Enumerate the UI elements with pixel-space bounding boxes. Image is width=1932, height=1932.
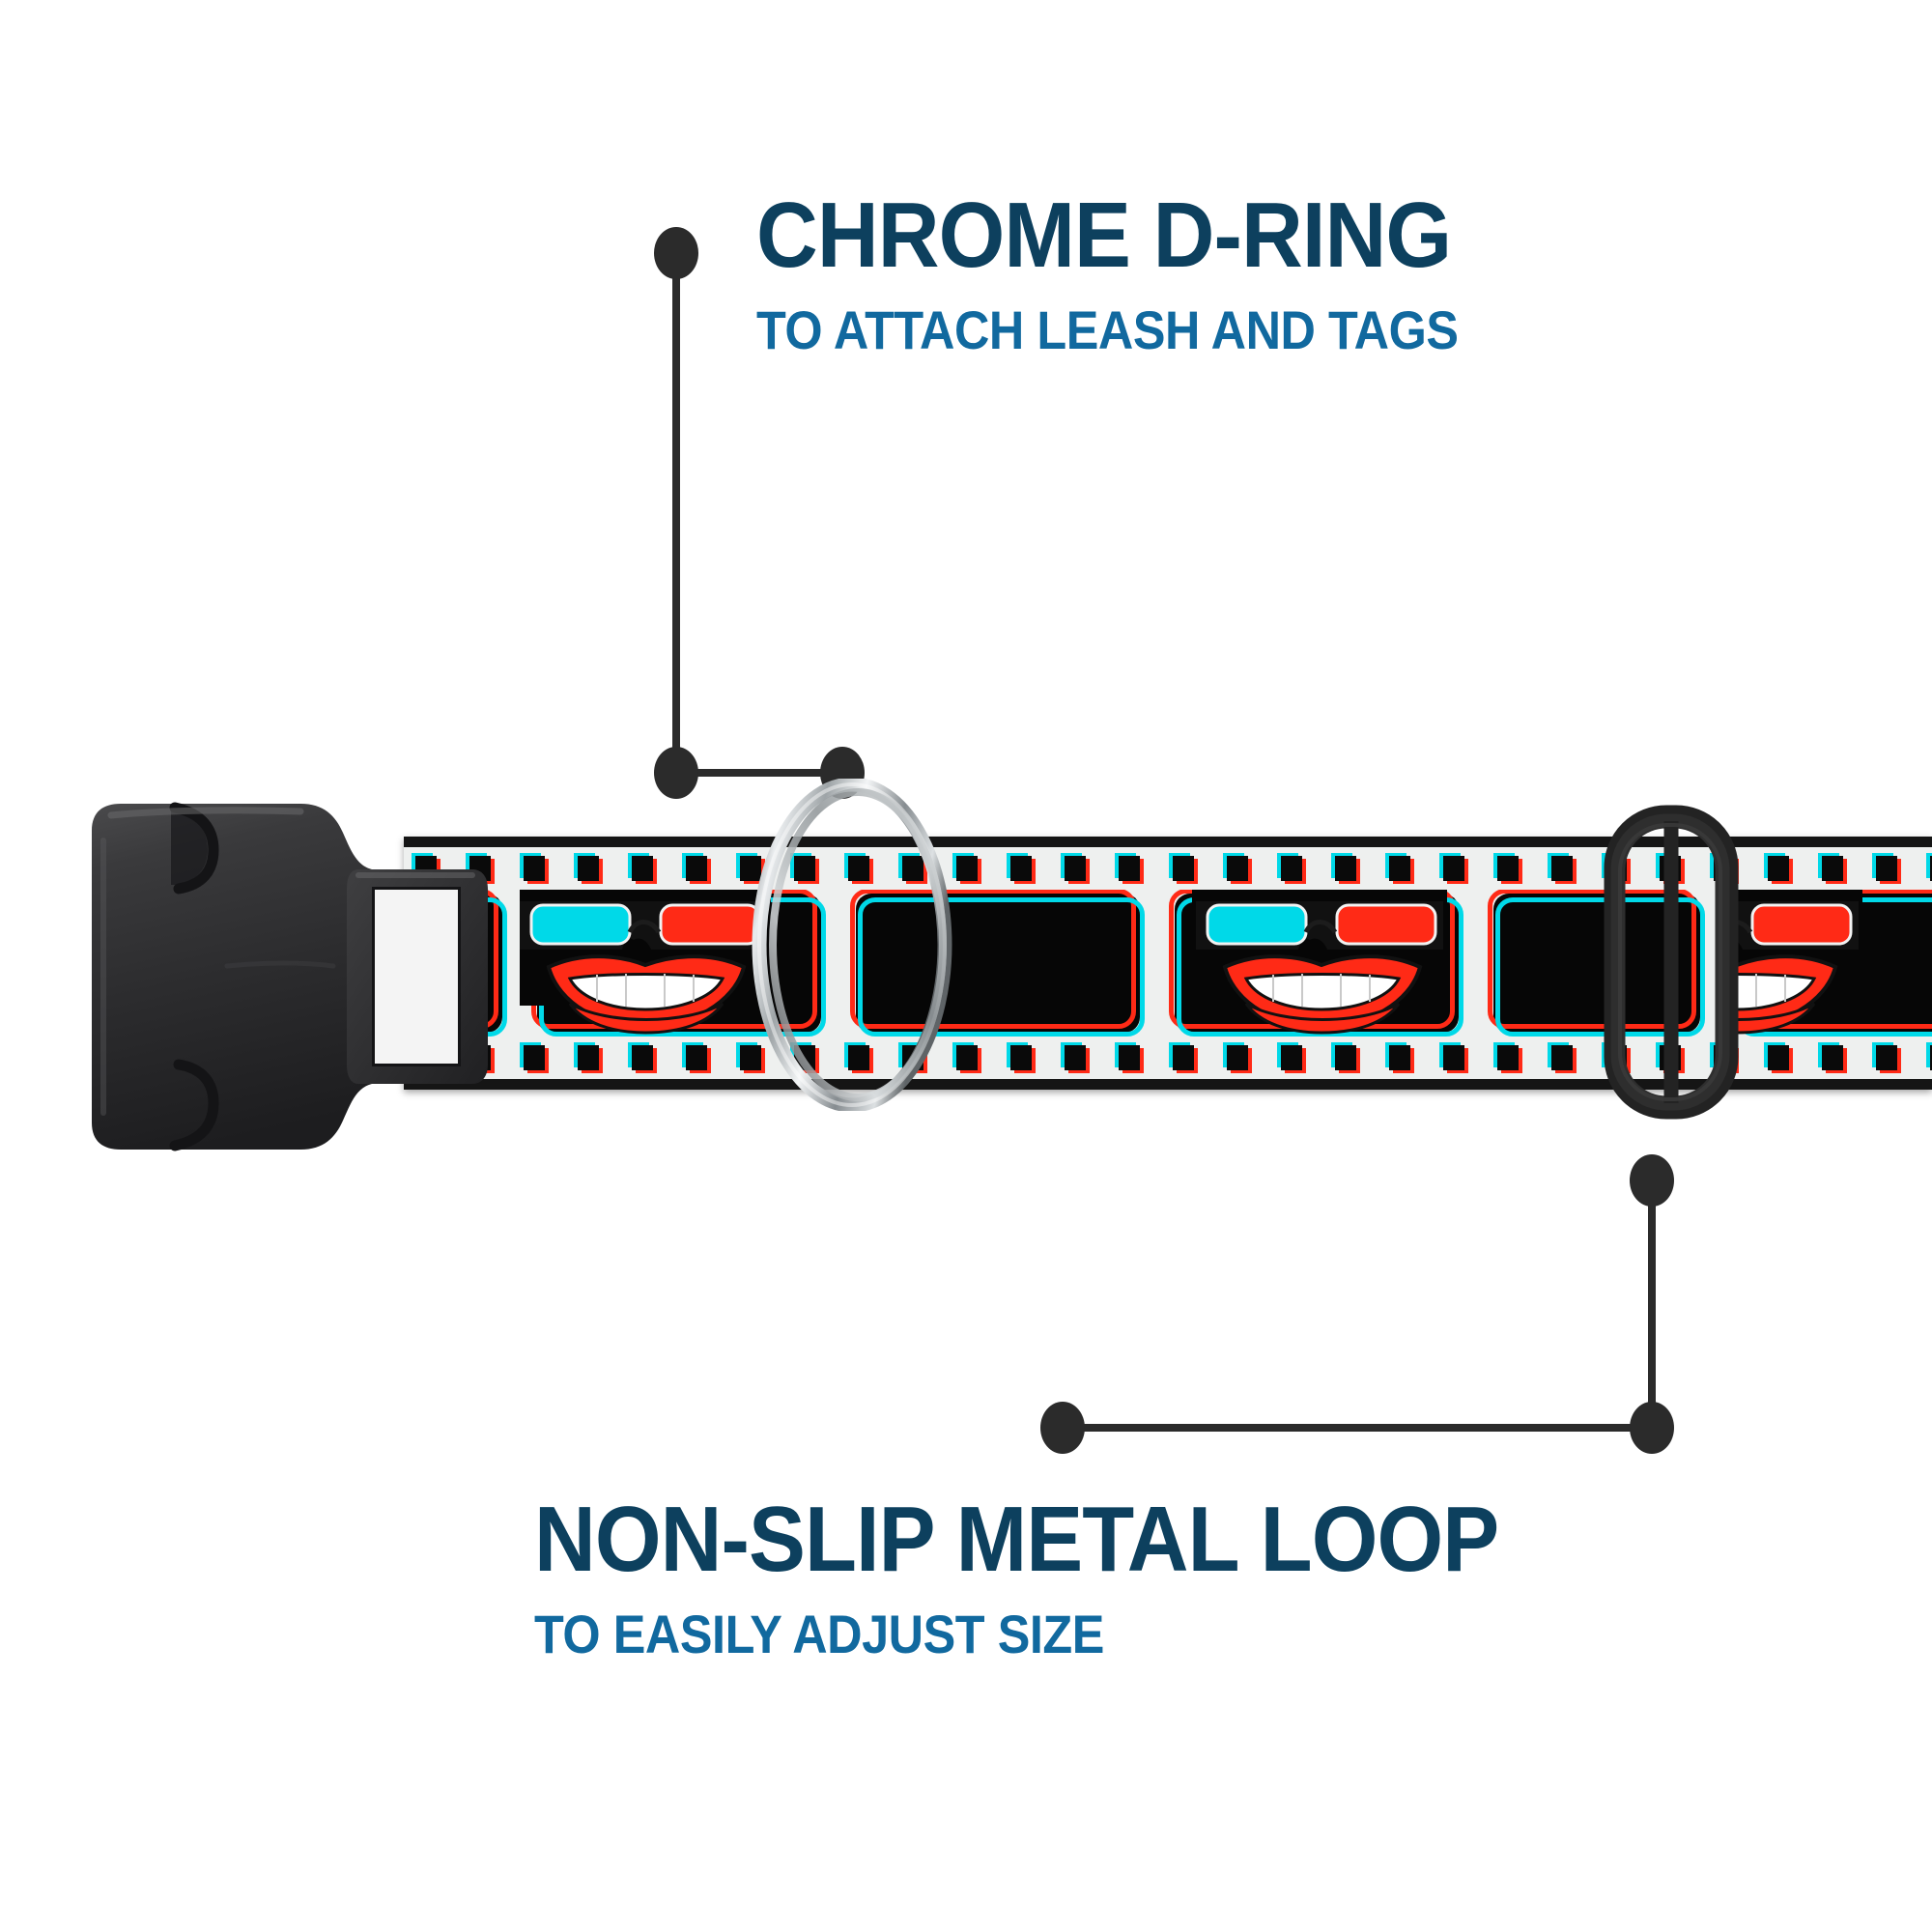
filmstrip-sprocket-hole — [952, 1042, 981, 1073]
filmstrip-sprocket-hole — [1331, 853, 1360, 884]
filmstrip-sprocket-hole — [844, 1042, 873, 1073]
filmstrip-frame-window — [850, 890, 1145, 1037]
filmstrip-sprocket-hole — [1493, 1042, 1522, 1073]
filmstrip-frame — [1718, 890, 1932, 1037]
3d-glasses-icon — [1196, 901, 1443, 950]
filmstrip-sprocket-hole — [736, 853, 765, 884]
filmstrip-sprocket-hole — [628, 853, 657, 884]
chrome-d-ring[interactable] — [750, 779, 954, 1111]
filmstrip-sprocket-hole — [1926, 1042, 1932, 1070]
filmstrip-sprocket-hole — [844, 853, 873, 884]
filmstrip-sprocket-hole — [1439, 1042, 1468, 1073]
filmstrip-sprocket-hole — [1439, 853, 1468, 884]
filmstrip-sprocket-hole — [574, 853, 603, 884]
filmstrip-sprocket-hole — [1818, 853, 1847, 884]
side-release-buckle[interactable] — [82, 773, 497, 1179]
filmstrip-sprocket-hole — [1926, 853, 1932, 881]
filmstrip-sprocket-hole — [628, 1042, 657, 1073]
3d-glasses-lips-motif — [1157, 890, 1476, 1037]
filmstrip-sprocket-hole — [1061, 853, 1090, 884]
filmstrip-sprocket-hole — [1115, 853, 1144, 884]
filmstrip-sprocket-hole — [952, 853, 981, 884]
strap-edge-bottom — [404, 1079, 1932, 1090]
filmstrip-sprocket-hole — [1115, 1042, 1144, 1073]
filmstrip-sprocket-hole — [1764, 1042, 1793, 1073]
filmstrip-sprocket-hole — [1223, 1042, 1252, 1073]
filmstrip-sprocket-hole — [1169, 1042, 1198, 1073]
filmstrip-sprocket-hole — [898, 853, 927, 884]
filmstrip-sprocket-hole — [1061, 1042, 1090, 1073]
strap-edge-top — [404, 837, 1932, 847]
filmstrip-sprocket-hole — [520, 853, 549, 884]
filmstrip-sprocket-hole — [574, 1042, 603, 1073]
3d-glasses-icon — [520, 901, 767, 950]
non-slip-metal-loop[interactable] — [1599, 796, 1744, 1128]
filmstrip-sprocket-hole — [1872, 853, 1901, 884]
filmstrip-sprocket-hole — [1548, 853, 1577, 884]
callout-title-non-slip-metal-loop: NON-SLIP METAL LOOP — [534, 1488, 1499, 1591]
filmstrip-sprocket-hole — [1493, 853, 1522, 884]
filmstrip-sprocket-hole — [1764, 853, 1793, 884]
filmstrip-sprocket-hole — [1818, 1042, 1847, 1073]
filmstrip-frame — [1157, 890, 1476, 1037]
filmstrip-sprocket-hole — [1007, 853, 1036, 884]
filmstrip-sprocket-hole — [1007, 1042, 1036, 1073]
filmstrip-sprocket-hole — [1277, 1042, 1306, 1073]
callout-subtitle-non-slip-metal-loop: TO EASILY ADJUST SIZE — [534, 1604, 1104, 1664]
filmstrip-sprocket-hole — [1169, 853, 1198, 884]
filmstrip-sprocket-hole — [1385, 1042, 1414, 1073]
callout-title-chrome-d-ring: CHROME D-RING — [756, 184, 1452, 287]
3d-glasses-lips-motif — [1718, 890, 1932, 1037]
filmstrip-sprocket-hole — [1548, 1042, 1577, 1073]
3d-glasses-lips-motif — [520, 890, 838, 1037]
filmstrip-frame — [838, 890, 1157, 1037]
callout-subtitle-chrome-d-ring: TO ATTACH LEASH AND TAGS — [756, 299, 1459, 360]
filmstrip-sprocket-hole — [1385, 853, 1414, 884]
filmstrip-sprocket-hole — [520, 1042, 549, 1073]
smiling-lips-icon — [546, 954, 747, 1035]
filmstrip-sprocket-hole — [1277, 853, 1306, 884]
filmstrip-sprocket-hole — [682, 1042, 711, 1073]
smiling-lips-icon — [1222, 954, 1423, 1035]
filmstrip-sprocket-hole — [1872, 1042, 1901, 1073]
filmstrip-sprocket-hole — [736, 1042, 765, 1073]
filmstrip-sprocket-hole — [790, 853, 819, 884]
3d-glasses-icon — [1718, 901, 1859, 950]
filmstrip-sprocket-hole — [1331, 1042, 1360, 1073]
filmstrip-sprocket-hole — [1223, 853, 1252, 884]
filmstrip-sprocket-hole — [682, 853, 711, 884]
